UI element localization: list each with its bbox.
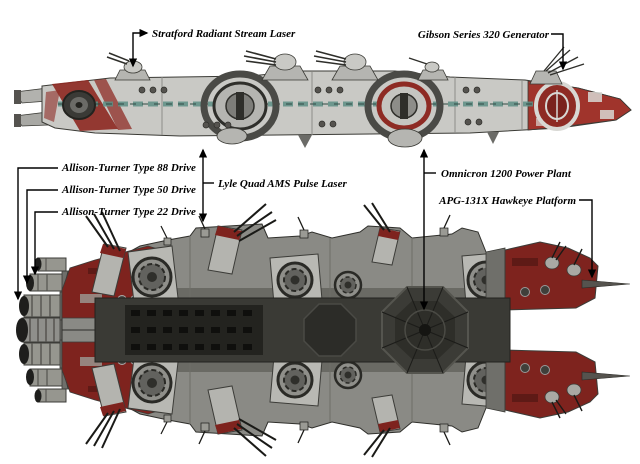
red-ring-structure (364, 70, 444, 142)
arrow-apg-platform (579, 199, 597, 279)
engine-nozzle-small (34, 257, 67, 272)
ring-turret-3 (333, 270, 363, 300)
stern-ring-structure (534, 81, 580, 131)
side-view-ship (14, 46, 632, 148)
dorsal-turret-mid-right (313, 50, 379, 81)
dorsal-turret-aft (408, 57, 449, 81)
edge-turrets (160, 214, 451, 246)
label-apg-hawkeye-platform: APG-131X Hawkeye Platform (438, 195, 576, 207)
arrow-allison-50 (22, 189, 58, 285)
dorsal-turret-mid-left (243, 50, 309, 81)
ring-turret-1 (127, 245, 179, 303)
ams-turret-pod-left (85, 211, 127, 297)
ams-turret-pod-right (363, 202, 401, 266)
label-gibson-generator: Gibson Series 320 Generator (418, 29, 550, 41)
ams-turret-pod-center (207, 203, 277, 275)
arrow-allison-22 (30, 211, 58, 276)
label-stratford-laser: Stratford Radiant Stream Laser (152, 28, 296, 40)
porthole-details (138, 86, 483, 129)
stern-sensor-masts (529, 46, 585, 85)
arrow-gibson-generator (551, 33, 568, 71)
label-allison-type-50: Allison-Turner Type 50 Drive (61, 184, 196, 196)
hawkeye-spike (581, 279, 631, 289)
mid-ring-structure (200, 70, 280, 142)
label-lyle-pulse-laser: Lyle Quad AMS Pulse Laser (217, 178, 347, 190)
top-view-ship (16, 202, 632, 459)
arrow-allison-88 (13, 167, 58, 301)
stern-red-pod (504, 241, 631, 311)
ring-turret-2 (269, 253, 323, 305)
central-spine (94, 286, 511, 374)
arrow-stratford-laser (128, 28, 149, 68)
label-allison-type-88: Allison-Turner Type 88 Drive (61, 162, 196, 174)
power-plant-dome (381, 286, 469, 374)
label-allison-type-22: Allison-Turner Type 22 Drive (61, 206, 196, 218)
bow-ring-structure (62, 90, 96, 120)
dorsal-turret-stratford (106, 52, 151, 81)
label-omnicron-power-plant: Omnicron 1200 Power Plant (441, 168, 572, 180)
